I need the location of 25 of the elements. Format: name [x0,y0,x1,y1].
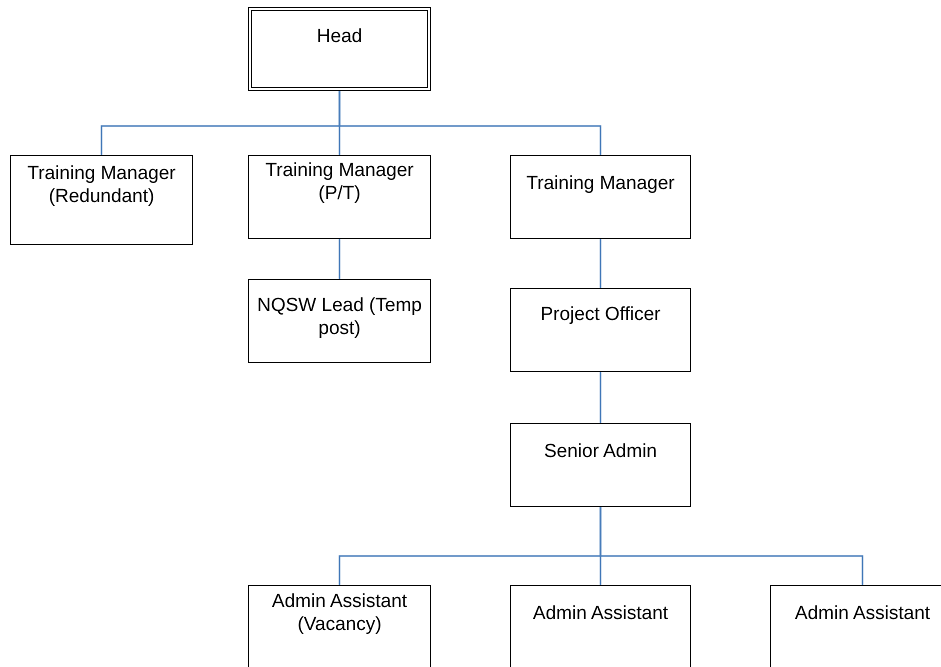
role-label: Training Manager (Redundant) [26,162,177,208]
role-label: Training Manager (P/T) [264,159,415,205]
connector-line [338,91,602,155]
role-label: Admin Assistant (Vacancy) [270,590,408,636]
org-box [248,279,431,363]
role-label: Head [316,25,362,48]
org-box [770,585,941,667]
connector-line [600,239,602,288]
role-label: Training Manager [526,172,675,195]
org-box [510,288,691,372]
org-box [510,423,691,507]
org-box [510,585,691,667]
connector-line [338,239,340,279]
org-box [248,7,431,91]
role-label: Senior Admin [544,440,657,463]
org-box [248,155,431,239]
connector-line [600,507,864,585]
role-label: Admin Assistant [794,602,930,625]
role-label: Project Officer [540,303,661,326]
connector-line [600,372,602,423]
org-box [248,585,431,667]
role-label: Admin Assistant [532,602,668,625]
org-box [510,155,691,239]
role-label: NQSW Lead (Temp post) [256,294,423,340]
org-box [10,155,193,245]
